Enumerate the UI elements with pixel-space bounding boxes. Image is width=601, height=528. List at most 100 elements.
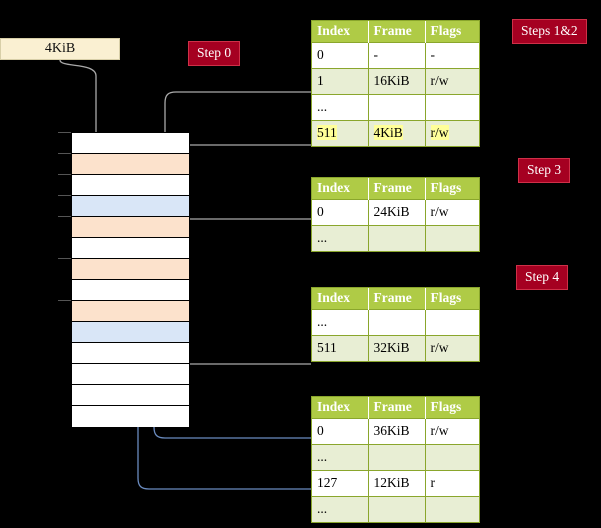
table-cell-flags [425, 309, 479, 336]
column-header-flags: Flags [425, 178, 479, 200]
column-header-frame: Frame [368, 21, 426, 43]
table-cell-flags: r/w [425, 418, 479, 445]
memory-frame-row [72, 238, 189, 259]
table-row: ... [312, 94, 479, 121]
column-header-index: Index [312, 178, 369, 200]
table-cell-flags: r/w [425, 335, 479, 362]
table-cell-index: 1 [312, 68, 369, 95]
badge-step-4: Step 4 [516, 265, 569, 290]
table-cell-index: 511 [312, 120, 369, 147]
table-cell-flags: r/w [425, 68, 479, 95]
table-cell-flags [425, 444, 479, 471]
table-cell-frame [368, 309, 426, 336]
memory-tick [58, 258, 71, 259]
table-cell-index: ... [312, 496, 369, 523]
table-cell-frame: 12KiB [368, 470, 426, 497]
memory-frame-row [72, 217, 189, 238]
memory-frame-row [72, 280, 189, 301]
memory-tick [58, 153, 71, 154]
table-cell-flags [425, 225, 479, 252]
column-header-index: Index [312, 288, 369, 310]
wire-step0-source-to-frame [59, 59, 103, 154]
table-cell-flags: r [425, 470, 479, 497]
badge-step-3: Step 3 [518, 158, 571, 183]
memory-frame-row [72, 133, 189, 154]
table-row: ... [312, 225, 479, 252]
table-cell-index: ... [312, 444, 369, 471]
table-row: ... [312, 444, 479, 471]
table-cell-frame [368, 94, 426, 121]
badge-step-0: Step 0 [188, 41, 241, 66]
table-cell-frame: 32KiB [368, 335, 426, 362]
column-header-index: Index [312, 397, 369, 419]
memory-tick [58, 195, 71, 196]
table-cell-index: 0 [312, 418, 369, 445]
memory-tick [58, 300, 71, 301]
column-header-index: Index [312, 21, 369, 43]
memory-frame-row [72, 406, 189, 427]
table-cell-frame [368, 496, 426, 523]
memory-tick [58, 132, 71, 133]
memory-frame-row [72, 343, 189, 364]
column-header-flags: Flags [425, 21, 479, 43]
memory-tick [58, 216, 71, 217]
table-cell-index: 0 [312, 42, 369, 69]
table-row: ... [312, 496, 479, 523]
table-cell-index: 0 [312, 199, 369, 226]
table-cell-frame [368, 444, 426, 471]
memory-frame-row [72, 175, 189, 196]
wire-pt0-to-frame [172, 144, 311, 157]
table-cell-flags: r/w [425, 120, 479, 147]
table-row: ... [312, 309, 479, 336]
memory-frame-row [72, 322, 189, 343]
table-cell-frame [368, 225, 426, 252]
source-frame-box: 4KiB [0, 38, 120, 60]
table-cell-index: 127 [312, 470, 369, 497]
memory-frame-row [72, 196, 189, 217]
table-cell-index: ... [312, 309, 369, 336]
column-header-frame: Frame [368, 178, 426, 200]
table-cell-frame: 36KiB [368, 418, 426, 445]
memory-frame-row [72, 154, 189, 175]
table-cell-flags: - [425, 42, 479, 69]
table-cell-frame: 24KiB [368, 199, 426, 226]
memory-frame-row [72, 385, 189, 406]
wire-step3-to-frame [178, 218, 311, 262]
table-row: 0-- [312, 42, 479, 69]
column-header-flags: Flags [425, 288, 479, 310]
table-cell-index: 511 [312, 335, 369, 362]
table-cell-flags: r/w [425, 199, 479, 226]
table-cell-flags [425, 496, 479, 523]
memory-frame-row [72, 301, 189, 322]
wire-pt3-row127-to-frame [137, 208, 311, 490]
table-cell-frame: 16KiB [368, 68, 426, 95]
memory-frame-row [72, 364, 189, 385]
badge-steps-1-2: Steps 1&2 [512, 19, 587, 44]
table-cell-frame: 4KiB [368, 120, 426, 147]
table-cell-index: ... [312, 94, 369, 121]
table-cell-frame: - [368, 42, 426, 69]
physical-memory-column [71, 132, 190, 427]
column-header-frame: Frame [368, 288, 426, 310]
column-header-frame: Frame [368, 397, 426, 419]
wire-steps12-walk [164, 91, 311, 245]
wire-pt3-row0-to-frame [153, 328, 311, 439]
column-header-flags: Flags [425, 397, 479, 419]
table-cell-index: ... [312, 225, 369, 252]
memory-frame-row [72, 259, 189, 280]
memory-tick [58, 174, 71, 175]
table-cell-flags [425, 94, 479, 121]
